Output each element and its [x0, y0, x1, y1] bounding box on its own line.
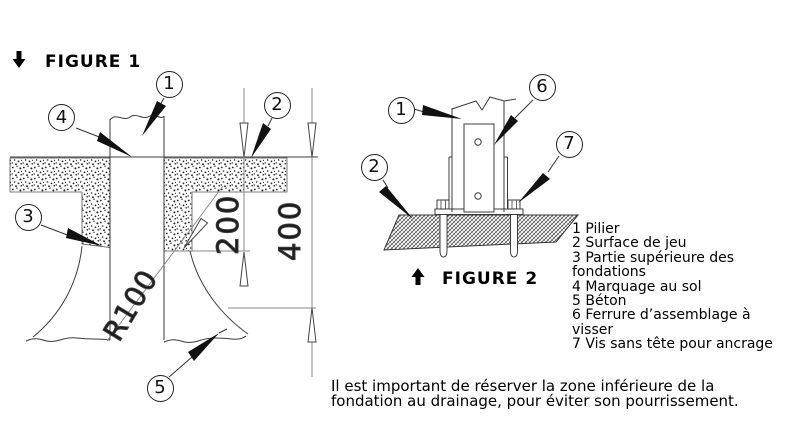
figure2-post	[448, 96, 517, 212]
figure2-callout-leaders	[379, 99, 560, 219]
figure1-direction-icon	[12, 51, 26, 72]
figure1-title: FIGURE 1	[45, 51, 142, 72]
figure1-callout-4: 4	[48, 104, 75, 131]
legend-item: 1 Pilier	[572, 221, 620, 237]
figure1-drawing: 200 400 R100	[9, 88, 318, 378]
figure2-title: FIGURE 2	[442, 268, 539, 289]
figure1-callout-leaders	[40, 97, 273, 378]
legend-item: 4 Marquage au sol	[572, 278, 702, 295]
figure1-foundation	[25, 245, 249, 343]
figure1-callout-1: 1	[155, 70, 183, 98]
legend-item: 7 Vis sans tête pour ancrage	[572, 336, 773, 353]
figure1-radius-leader	[106, 185, 224, 342]
figure1-dimension-200	[191, 88, 250, 287]
figure2-callout-6: 6	[528, 73, 556, 101]
figure2-label: FIGURE 2	[411, 268, 538, 289]
figure1-post	[109, 114, 165, 340]
figure1-callout-2: 2	[263, 91, 291, 119]
legend-item: 5 Béton	[572, 293, 627, 310]
drainage-note: Il est important de réserver la zone inf…	[331, 377, 739, 411]
legend-item: 6 Ferrure d’assemblage à visser	[572, 307, 751, 338]
figure1-dimension-400	[228, 88, 317, 377]
dim-400-label: 400	[273, 200, 307, 261]
figure1-callout-3: 3	[14, 203, 42, 231]
figure2-bracket	[463, 123, 495, 213]
legend-item: 3 Partie supérieure des fondations	[572, 249, 735, 281]
figure1-surface-layer	[9, 157, 288, 252]
figure1-callout-5: 5	[146, 374, 174, 402]
figure2-callout-7: 7	[555, 130, 583, 158]
figure2-direction-icon	[411, 268, 425, 289]
figure1-label: FIGURE 1	[12, 51, 141, 72]
legend-item: 2 Surface de jeu	[572, 235, 687, 252]
dim-radius-label: R100	[97, 264, 165, 347]
dim-200-label: 200	[211, 194, 245, 255]
legend: 1 Pilier 2 Surface de jeu 3 Partie supér…	[572, 222, 796, 352]
figure2-drawing	[379, 96, 580, 258]
figure2-callout-2: 2	[360, 153, 388, 181]
figure2-ground	[383, 214, 580, 251]
figure2-anchor-bolts	[436, 199, 521, 258]
figure2-callout-1: 1	[387, 96, 415, 124]
